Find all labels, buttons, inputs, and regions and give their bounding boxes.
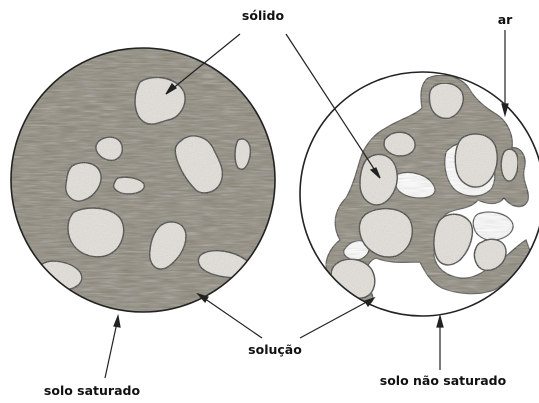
- label-solution: solução: [248, 342, 302, 357]
- solution-pointer-left: [198, 294, 262, 338]
- solution-pointer-right: [300, 298, 374, 338]
- label-solid: sólido: [242, 8, 285, 23]
- label-air: ar: [498, 12, 513, 27]
- label-saturated-soil: solo saturado: [44, 383, 141, 398]
- label-unsaturated-soil: solo não saturado: [380, 373, 507, 388]
- saturated-pointer: [105, 318, 118, 378]
- saturated-soil-circle: [11, 48, 275, 312]
